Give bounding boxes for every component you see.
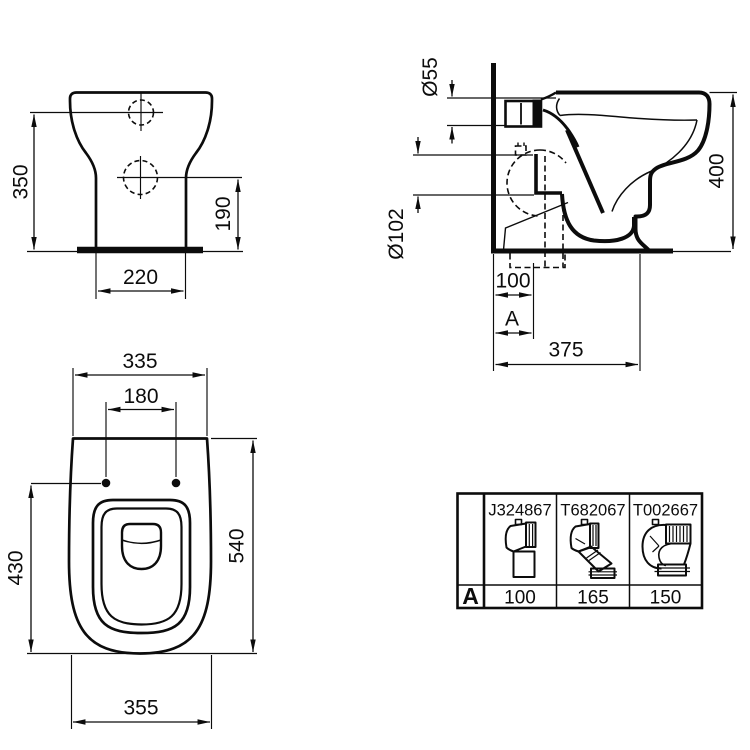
icon-collar-ribs (592, 525, 597, 546)
connector-value-3: 150 (650, 588, 682, 609)
seat-inner-ring (100, 507, 183, 626)
hidden-outlet-ticks (517, 142, 525, 146)
sump-back-edge (534, 154, 562, 195)
spud-rim-link (540, 91, 557, 101)
hidden-outlet-circle (506, 149, 541, 217)
elbow-connector-icon (641, 518, 692, 577)
angled-connector-icon (569, 518, 617, 579)
icon-foot-ribs (588, 571, 617, 576)
front-body-outline (68, 91, 214, 249)
dim-label-outlet-dia: Ø102 (385, 208, 408, 259)
icon-foot-ribs (654, 567, 690, 573)
connector-value-1: 100 (504, 588, 536, 609)
dim-label-355: 355 (123, 697, 158, 720)
connector-table: A J324867 T682067 T002667 100 165 150 (456, 492, 704, 610)
side-view: Ø55 Ø102 400 100 A 375 (385, 57, 737, 371)
bowl-inner-line (611, 119, 698, 212)
icon-joint-lines (586, 549, 601, 561)
dim-label-180: 180 (123, 385, 158, 408)
spud-collar (532, 99, 542, 127)
icon-diagonal-pipe (577, 545, 613, 573)
bowl-back-line (565, 129, 605, 214)
flush-water-chord (121, 539, 162, 545)
hidden-floor-outlet (509, 253, 566, 269)
front-view: 350 190 220 (10, 91, 243, 299)
icon-collar-ribs (528, 524, 534, 546)
icon-collar (525, 521, 537, 548)
icon-elbow-outer (641, 523, 667, 570)
table-border (456, 492, 704, 610)
dim-label-350: 350 (10, 164, 33, 199)
connector-code-1: J324867 (488, 502, 551, 520)
connector-code-3: T002667 (633, 502, 698, 520)
plan-view: 335 180 430 540 355 (5, 350, 257, 729)
icon-nub (651, 518, 660, 526)
water-line-hook (555, 98, 561, 117)
dim-label-100: 100 (495, 270, 530, 293)
icon-collar (589, 522, 600, 549)
connector-value-2: 165 (577, 588, 609, 609)
dim-label-A: A (505, 308, 519, 331)
icon-shading-lines (649, 535, 660, 553)
dim-label-190: 190 (212, 196, 235, 231)
hidden-outlet-box (514, 145, 527, 156)
dim-label-430: 430 (5, 550, 28, 585)
dim-label-335: 335 (122, 350, 157, 373)
icon-foot (590, 567, 616, 579)
straight-connector-icon (504, 518, 537, 578)
icon-corrugation-ribs (668, 526, 688, 542)
icon-elbow-inner (657, 542, 676, 567)
water-line (559, 113, 698, 121)
icon-corrugation (665, 523, 692, 545)
icon-boot (512, 550, 536, 578)
icon-shading-line (575, 537, 586, 545)
fixing-hole-right (171, 478, 181, 488)
flush-water-area (120, 522, 163, 571)
dim-label-375: 375 (548, 339, 583, 362)
hidden-outlet-circle-right (539, 149, 567, 164)
seat-outer-ring (91, 498, 192, 635)
icon-foot (657, 563, 687, 577)
trap-outline (560, 193, 636, 244)
fixing-hole-left (101, 478, 111, 488)
pipe-interior-line (502, 201, 569, 251)
table-row-label: A (462, 583, 479, 609)
dim-label-540: 540 (226, 528, 249, 563)
dim-label-220: 220 (123, 266, 158, 289)
dim-label-inlet-dia: Ø55 (419, 57, 442, 97)
dim-label-400: 400 (706, 153, 729, 188)
icon-head (504, 522, 527, 553)
icon-down-pipe (683, 543, 692, 565)
connector-code-2: T682067 (560, 502, 625, 520)
